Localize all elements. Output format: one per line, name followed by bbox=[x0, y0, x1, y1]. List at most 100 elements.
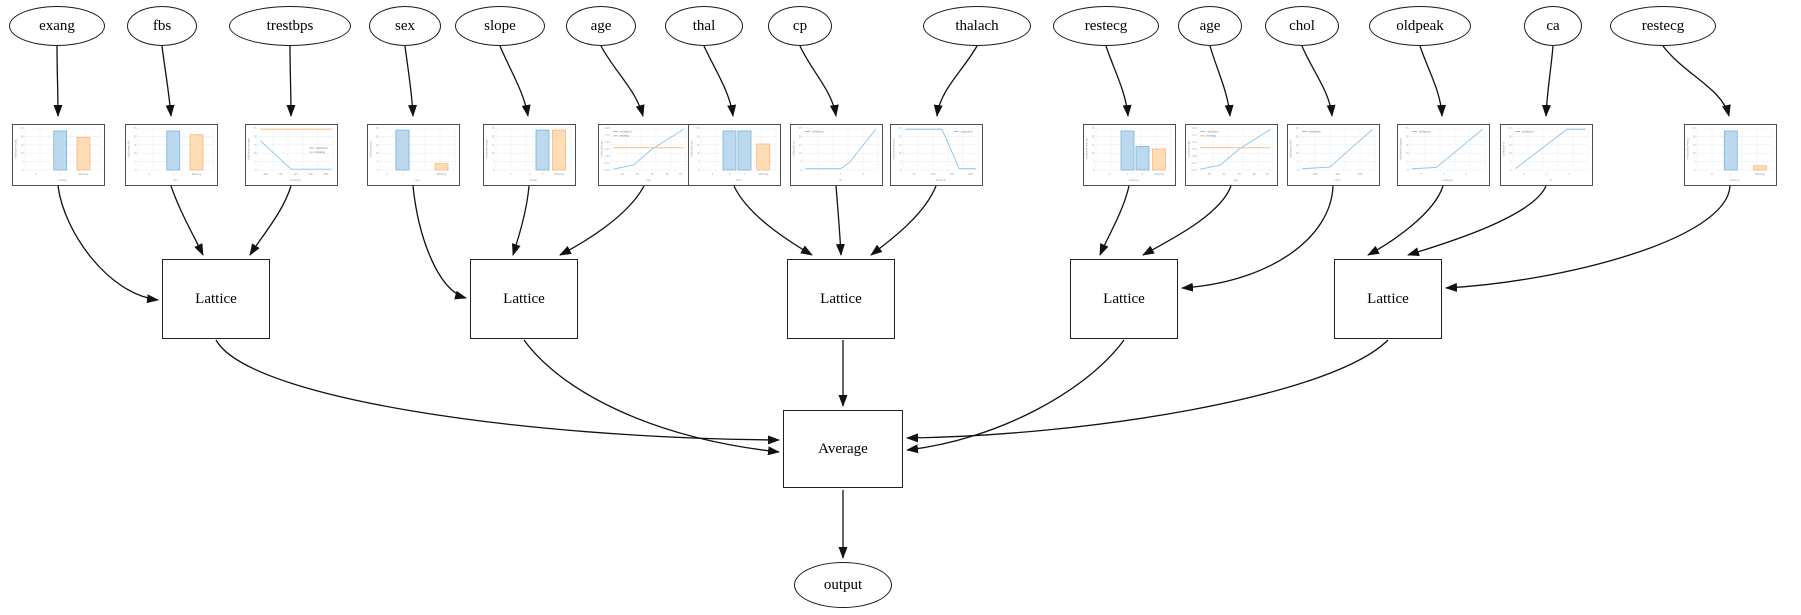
svg-text:2.00: 2.00 bbox=[605, 127, 610, 130]
legend-entry: calibrated bbox=[1207, 130, 1219, 134]
svg-text:25: 25 bbox=[1296, 127, 1299, 130]
svg-text:20: 20 bbox=[1296, 135, 1299, 138]
svg-text:30: 30 bbox=[1208, 172, 1212, 176]
feature-node-trestbps-2: trestbps bbox=[229, 6, 351, 46]
svg-text:20: 20 bbox=[1509, 135, 1512, 138]
svg-text:15: 15 bbox=[1693, 144, 1696, 147]
svg-text:100: 100 bbox=[263, 172, 268, 176]
svg-text:3: 3 bbox=[712, 172, 714, 176]
svg-text:0: 0 bbox=[377, 169, 379, 172]
x-axis-label: age bbox=[646, 178, 651, 182]
svg-text:10: 10 bbox=[899, 152, 902, 155]
svg-text:25: 25 bbox=[1509, 127, 1512, 130]
feature-node-restecg-14: restecg bbox=[1610, 6, 1716, 46]
svg-text:0: 0 bbox=[22, 169, 24, 172]
svg-text:300: 300 bbox=[1335, 172, 1340, 176]
feature-node-slope-4: slope bbox=[455, 6, 545, 46]
svg-text:15: 15 bbox=[492, 144, 495, 147]
feature-node-age-10: age bbox=[1178, 6, 1242, 46]
svg-text:0: 0 bbox=[1510, 169, 1512, 172]
lattice-node-3: Lattice bbox=[787, 259, 895, 339]
svg-text:5: 5 bbox=[255, 161, 257, 164]
svg-text:5: 5 bbox=[493, 161, 495, 164]
svg-text:25: 25 bbox=[21, 127, 24, 130]
svg-text:25: 25 bbox=[254, 127, 257, 130]
svg-text:25: 25 bbox=[492, 127, 495, 130]
svg-text:10: 10 bbox=[492, 152, 495, 155]
feature-node-thal-6: thal bbox=[665, 6, 743, 46]
svg-text:60: 60 bbox=[1253, 172, 1257, 176]
svg-text:25: 25 bbox=[376, 127, 379, 130]
svg-text:15: 15 bbox=[376, 144, 379, 147]
svg-text:25: 25 bbox=[134, 127, 137, 130]
svg-text:2: 2 bbox=[1142, 172, 1144, 176]
svg-text:5: 5 bbox=[22, 161, 24, 164]
svg-text:120: 120 bbox=[278, 172, 283, 176]
svg-text:5: 5 bbox=[1093, 161, 1095, 164]
svg-text:10: 10 bbox=[1296, 152, 1299, 155]
svg-text:Missing: Missing bbox=[192, 172, 202, 176]
x-axis-label: trestbps bbox=[290, 178, 301, 182]
feature-label: ca bbox=[1546, 17, 1560, 34]
svg-text:25: 25 bbox=[799, 127, 802, 130]
svg-text:0: 0 bbox=[36, 172, 38, 176]
x-axis-label: restecg bbox=[1730, 178, 1740, 182]
svg-text:1: 1 bbox=[60, 172, 62, 176]
svg-text:1.25: 1.25 bbox=[605, 148, 610, 151]
y-axis-label: calibrated restecg bbox=[1085, 138, 1089, 160]
feature-label: oldpeak bbox=[1396, 17, 1444, 34]
svg-text:5: 5 bbox=[377, 161, 379, 164]
feature-label: chol bbox=[1289, 17, 1315, 34]
feature-label: restecg bbox=[1641, 17, 1685, 34]
svg-text:2: 2 bbox=[529, 172, 531, 176]
svg-text:40: 40 bbox=[1223, 172, 1227, 176]
svg-text:20: 20 bbox=[21, 135, 24, 138]
x-axis-label: restecg bbox=[1129, 178, 1139, 182]
svg-text:0: 0 bbox=[149, 172, 151, 176]
legend-entry: calibrated bbox=[1309, 130, 1321, 134]
svg-text:3: 3 bbox=[862, 172, 864, 176]
svg-text:0: 0 bbox=[1694, 169, 1696, 172]
lattice-node-1: Lattice bbox=[162, 259, 270, 339]
lattice-label: Lattice bbox=[195, 290, 237, 307]
svg-text:20: 20 bbox=[254, 135, 257, 138]
feature-node-restecg-9: restecg bbox=[1053, 6, 1159, 46]
svg-text:1.25: 1.25 bbox=[1192, 148, 1197, 151]
svg-text:5: 5 bbox=[1510, 161, 1512, 164]
legend-entry: calibrated bbox=[1419, 130, 1431, 134]
feature-label: exang bbox=[39, 17, 75, 34]
svg-text:1.75: 1.75 bbox=[605, 134, 610, 137]
y-axis-label: calibrated exang bbox=[14, 139, 18, 159]
x-axis-label: cp bbox=[839, 178, 843, 182]
svg-text:200: 200 bbox=[1313, 172, 1318, 176]
legend-entry: calibrated bbox=[1522, 130, 1534, 134]
svg-text:0: 0 bbox=[387, 172, 389, 176]
legend-entry: missing bbox=[316, 150, 326, 154]
svg-text:1: 1 bbox=[510, 172, 512, 176]
svg-text:0: 0 bbox=[493, 169, 495, 172]
svg-text:0: 0 bbox=[1711, 172, 1713, 176]
mini-plot-svg: calibrated trestbps2520151050calibratedm… bbox=[246, 125, 336, 184]
svg-text:Missing: Missing bbox=[1755, 172, 1765, 176]
x-axis-label: exang bbox=[58, 178, 66, 182]
y-axis-label: calibrated age bbox=[1187, 140, 1191, 157]
feature-label: cp bbox=[792, 17, 808, 34]
svg-text:160: 160 bbox=[308, 172, 313, 176]
legend-entry: calibrated bbox=[620, 130, 632, 134]
x-axis-label: thalach bbox=[936, 178, 946, 182]
svg-text:15: 15 bbox=[1406, 144, 1409, 147]
svg-text:1.50: 1.50 bbox=[605, 141, 610, 144]
